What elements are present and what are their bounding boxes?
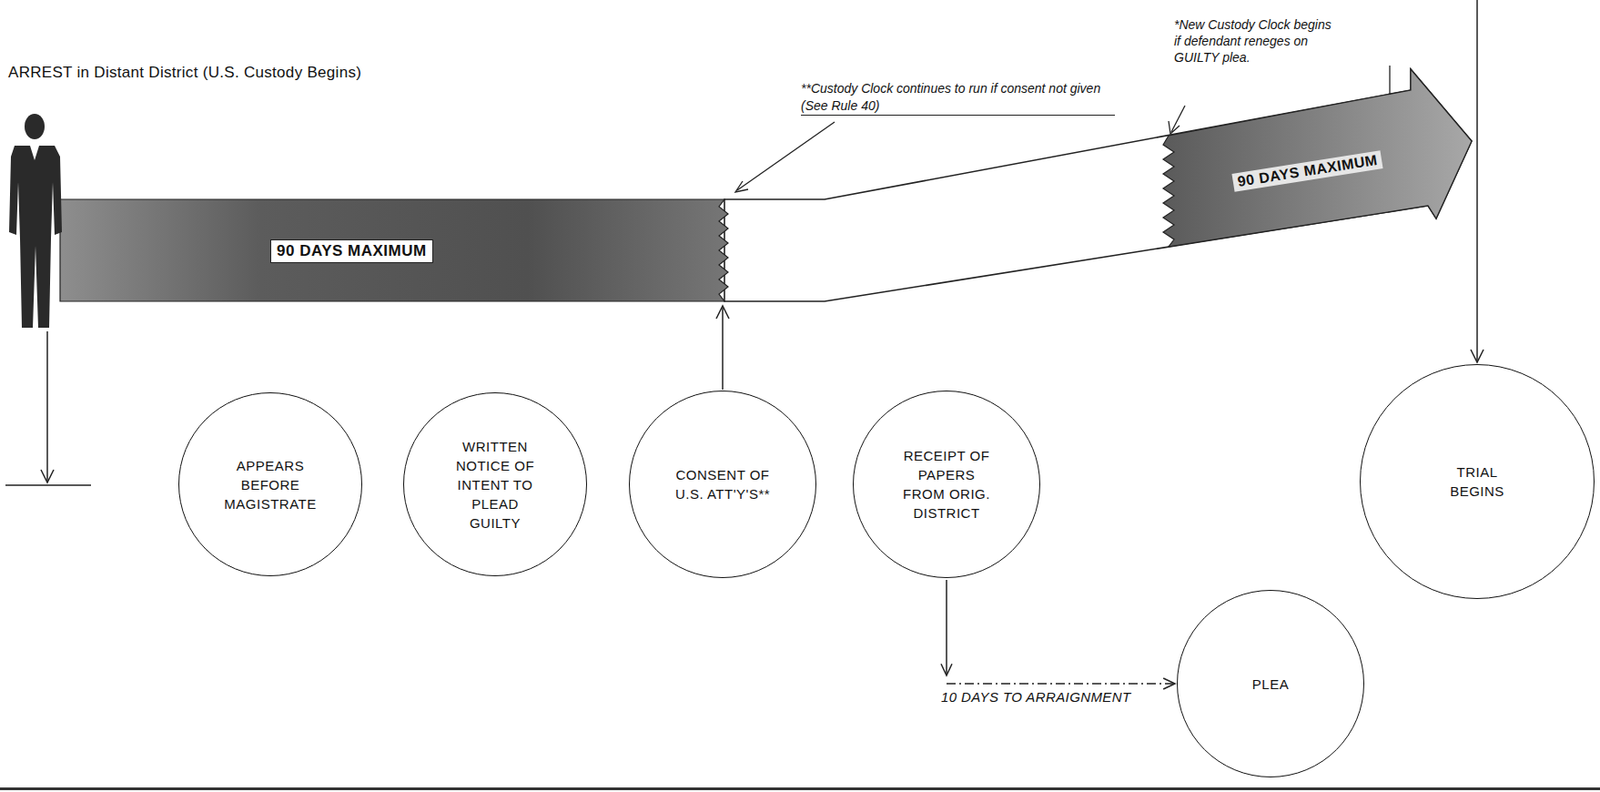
duration-box: 90 DAYS MAXIMUM — [270, 239, 434, 264]
person-body — [9, 145, 62, 328]
connector-label: 10 DAYS TO ARRAIGNMENT — [941, 688, 1132, 705]
step-circle: CONSENT OF U.S. ATT'Y'S** — [628, 390, 817, 578]
connector-line — [945, 579, 948, 675]
tick-mark — [1388, 65, 1390, 95]
baseline-tick — [5, 484, 92, 487]
arrowhead — [941, 663, 952, 676]
flow-connector — [941, 579, 1175, 689]
leader-line — [737, 121, 835, 191]
custody-band-arrow — [1163, 69, 1472, 247]
connector-line — [946, 682, 1175, 685]
annotation-label: *New Custody Clock begins if defendant r… — [1174, 16, 1337, 67]
arrowhead — [1470, 349, 1484, 363]
arrowhead — [716, 305, 730, 319]
custody-band — [60, 199, 729, 302]
step-text: PLEA — [1252, 674, 1289, 694]
person-shirt — [30, 145, 40, 161]
leader-line — [721, 307, 724, 390]
annotation-label: **Custody Clock continues to run if cons… — [800, 80, 1115, 116]
band-outline — [724, 69, 1472, 302]
step-text: CONSENT OF U.S. ATT'Y'S** — [672, 465, 773, 504]
step-circle: PLEA — [1176, 589, 1365, 778]
arrowhead — [1168, 121, 1180, 134]
step-circle: RECEIPT OF PAPERS FROM ORIG. DISTRICT — [852, 390, 1041, 578]
step-text: TRIAL BEGINS — [1445, 462, 1509, 501]
leader-line — [46, 331, 49, 481]
step-circle: WRITTEN NOTICE OF INTENT TO PLEAD GUILTY — [403, 392, 588, 577]
step-text: RECEIPT OF PAPERS FROM ORIG. DISTRICT — [895, 445, 998, 523]
step-circle: TRIAL BEGINS — [1359, 364, 1595, 599]
annotation-label: ARREST in Distant District (U.S. Custody… — [8, 63, 362, 82]
step-text: WRITTEN NOTICE OF INTENT TO PLEAD GUILTY — [444, 436, 547, 533]
arrowhead — [1163, 678, 1175, 689]
arrowhead — [40, 469, 54, 483]
step-text: APPEARS BEFORE MAGISTRATE — [219, 455, 322, 514]
arrowhead — [735, 181, 749, 193]
step-circle: APPEARS BEFORE MAGISTRATE — [178, 392, 363, 577]
leader-line — [1476, 0, 1479, 361]
duration-text: 90 DAYS MAXIMUM — [276, 242, 427, 261]
leader-line — [1171, 105, 1185, 132]
person-head — [24, 113, 45, 140]
person-figure — [9, 113, 62, 328]
bottom-rule — [0, 787, 1600, 790]
